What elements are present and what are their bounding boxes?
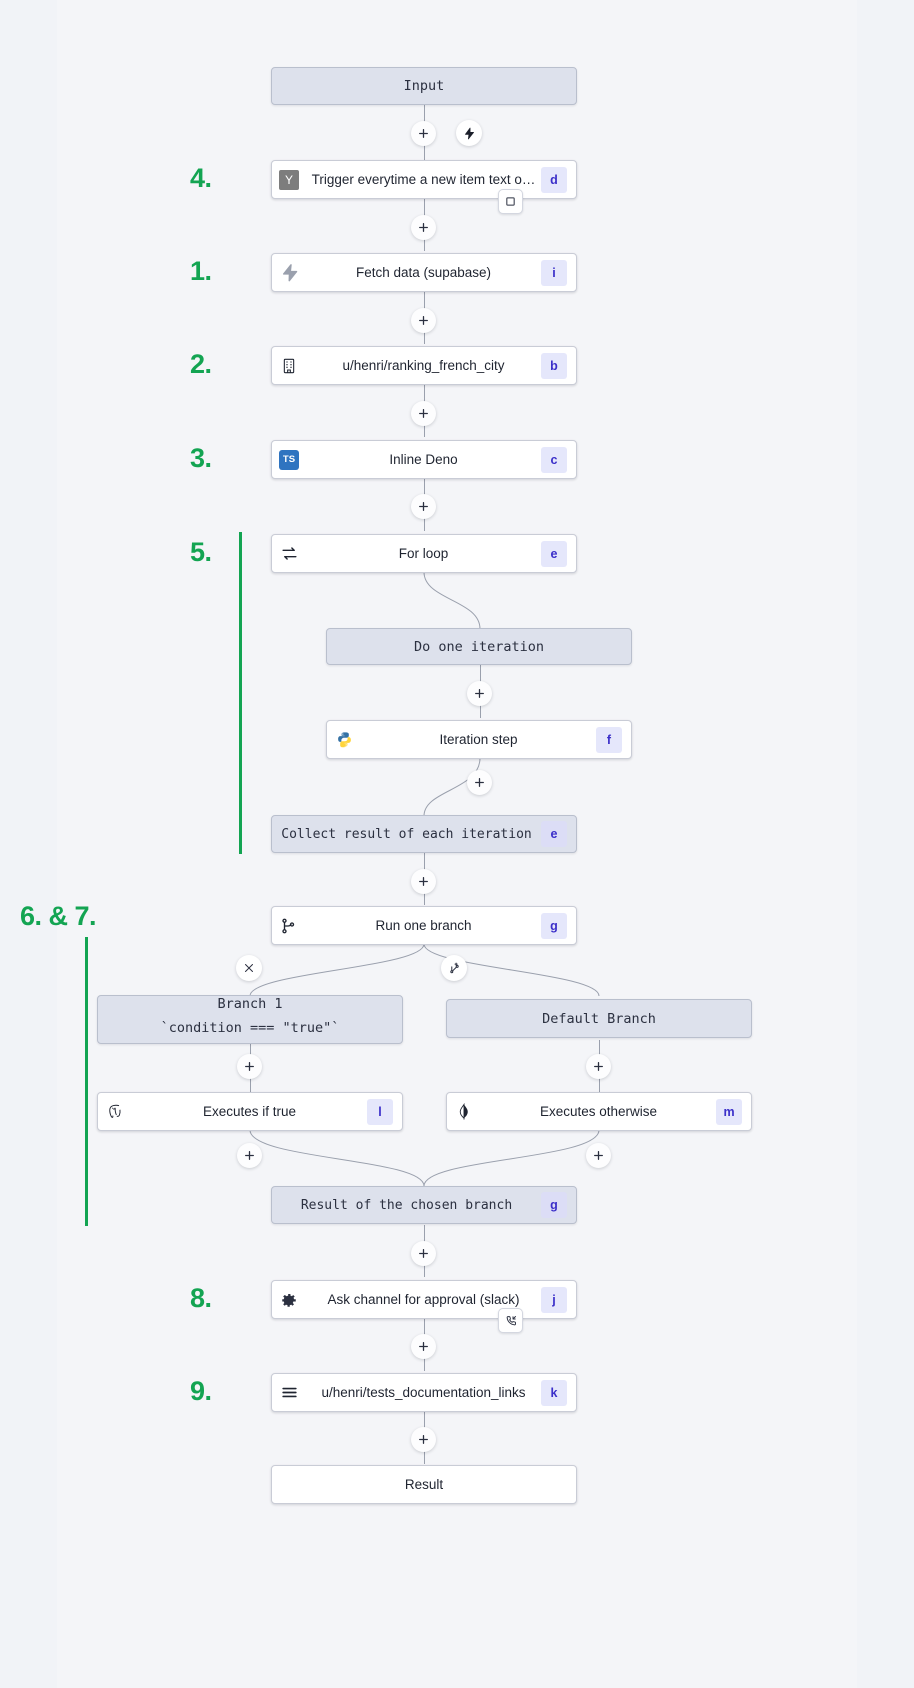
node-trigger-badge: d bbox=[541, 166, 567, 193]
node-ranking-script[interactable]: u/henri/ranking_french_city b bbox=[271, 346, 577, 385]
add-step-button-after-right[interactable] bbox=[586, 1143, 611, 1168]
node-fetch-data-label: Fetch data (supabase) bbox=[355, 265, 492, 280]
building-icon bbox=[272, 347, 306, 384]
python-icon bbox=[327, 721, 361, 758]
node-ask-channel-approval-badge: j bbox=[541, 1286, 567, 1313]
node-run-one-branch-badge: g bbox=[541, 912, 567, 939]
add-step-button-8[interactable] bbox=[411, 1334, 436, 1359]
supabase-bolt-icon bbox=[272, 254, 306, 291]
node-executes-if-true-label: Executes if true bbox=[202, 1104, 297, 1119]
add-step-button-1[interactable] bbox=[411, 121, 436, 146]
gear-icon bbox=[272, 1281, 306, 1318]
step-number-8: 8. bbox=[190, 1283, 212, 1313]
node-input[interactable]: Input bbox=[271, 67, 577, 105]
node-fetch-data[interactable]: Fetch data (supabase) i bbox=[271, 253, 577, 292]
node-default-branch-header[interactable]: Default Branch bbox=[446, 999, 752, 1038]
phone-incoming-icon[interactable] bbox=[498, 1308, 523, 1333]
branch-fork-icon bbox=[272, 907, 306, 944]
node-ask-channel-approval[interactable]: Ask channel for approval (slack) j bbox=[271, 1280, 577, 1319]
add-step-button-5[interactable] bbox=[411, 494, 436, 519]
step-number-1: 1. bbox=[190, 256, 212, 286]
branch-add-icon[interactable] bbox=[441, 955, 467, 981]
add-step-button-collect[interactable] bbox=[467, 770, 492, 795]
close-x-icon[interactable] bbox=[236, 955, 262, 981]
node-loop-header[interactable]: Do one iteration bbox=[326, 628, 632, 665]
add-step-button-7[interactable] bbox=[411, 1241, 436, 1266]
step-number-3: 3. bbox=[190, 443, 212, 473]
square-icon[interactable] bbox=[498, 189, 523, 214]
node-for-loop-badge: e bbox=[541, 540, 567, 567]
node-executes-otherwise[interactable]: Executes otherwise m bbox=[446, 1092, 752, 1131]
menu-lines-icon bbox=[272, 1374, 306, 1411]
node-result-label: Result bbox=[404, 1477, 444, 1492]
node-collect-result-badge: e bbox=[541, 821, 567, 847]
step-number-9: 9. bbox=[190, 1376, 212, 1406]
node-ranking-script-badge: b bbox=[541, 352, 567, 379]
node-loop-header-label: Do one iteration bbox=[413, 638, 545, 655]
node-collect-result-label: Collect result of each iteration bbox=[281, 826, 532, 842]
node-executes-if-true[interactable]: Executes if true l bbox=[97, 1092, 403, 1131]
add-step-button-9[interactable] bbox=[411, 1427, 436, 1452]
step-number-2: 2. bbox=[190, 349, 212, 379]
node-result-of-chosen-branch-label: Result of the chosen branch bbox=[300, 1197, 513, 1213]
node-executes-otherwise-badge: m bbox=[716, 1098, 742, 1125]
node-collect-result[interactable]: Collect result of each iteration e bbox=[271, 815, 577, 853]
loop-scope-bar bbox=[239, 532, 242, 854]
step-number-6-and-7: 6. & 7. bbox=[20, 901, 97, 931]
add-step-button-6[interactable] bbox=[411, 869, 436, 894]
node-result[interactable]: Result bbox=[271, 1465, 577, 1504]
add-step-button-4[interactable] bbox=[411, 401, 436, 426]
node-trigger-label: Trigger everytime a new item text o… bbox=[311, 172, 536, 187]
add-step-button-loop[interactable] bbox=[467, 681, 492, 706]
node-inline-deno-label: Inline Deno bbox=[389, 452, 458, 467]
node-input-label: Input bbox=[403, 78, 445, 94]
node-for-loop-label: For loop bbox=[398, 546, 449, 561]
node-inline-deno[interactable]: TS Inline Deno c bbox=[271, 440, 577, 479]
trigger-bolt-button[interactable] bbox=[456, 120, 482, 146]
node-for-loop[interactable]: For loop e bbox=[271, 534, 577, 573]
node-result-of-chosen-branch[interactable]: Result of the chosen branch g bbox=[271, 1186, 577, 1224]
step-number-5: 5. bbox=[190, 537, 212, 567]
add-step-button-branch-right[interactable] bbox=[586, 1054, 611, 1079]
node-tests-documentation-links-badge: k bbox=[541, 1379, 567, 1406]
yaml-icon: Y bbox=[272, 161, 306, 198]
node-branch-1-header[interactable]: Branch 1 `condition === "true"` bbox=[97, 995, 403, 1044]
branch-scope-bar bbox=[85, 937, 88, 1226]
node-run-one-branch[interactable]: Run one branch g bbox=[271, 906, 577, 945]
add-step-button-branch-left[interactable] bbox=[237, 1054, 262, 1079]
node-trigger[interactable]: Y Trigger everytime a new item text o… d bbox=[271, 160, 577, 199]
mongodb-icon bbox=[447, 1093, 481, 1130]
node-inline-deno-badge: c bbox=[541, 446, 567, 473]
node-run-one-branch-label: Run one branch bbox=[375, 918, 472, 933]
add-step-button-2[interactable] bbox=[411, 215, 436, 240]
node-result-of-chosen-branch-badge: g bbox=[541, 1192, 567, 1218]
add-step-button-after-left[interactable] bbox=[237, 1143, 262, 1168]
node-branch-1-condition: `condition === "true"` bbox=[160, 1019, 340, 1036]
postgres-icon bbox=[98, 1093, 132, 1130]
typescript-icon: TS bbox=[272, 441, 306, 478]
add-step-button-3[interactable] bbox=[411, 308, 436, 333]
node-ask-channel-approval-label: Ask channel for approval (slack) bbox=[327, 1292, 520, 1307]
node-iteration-step[interactable]: Iteration step f bbox=[326, 720, 632, 759]
node-tests-documentation-links-label: u/henri/tests_documentation_links bbox=[321, 1385, 526, 1400]
node-ranking-script-label: u/henri/ranking_french_city bbox=[342, 358, 505, 373]
step-number-4: 4. bbox=[190, 163, 212, 193]
node-fetch-data-badge: i bbox=[541, 259, 567, 286]
node-tests-documentation-links[interactable]: u/henri/tests_documentation_links k bbox=[271, 1373, 577, 1412]
node-iteration-step-badge: f bbox=[596, 726, 622, 753]
node-iteration-step-label: Iteration step bbox=[439, 732, 518, 747]
node-executes-if-true-badge: l bbox=[367, 1098, 393, 1125]
node-default-branch-title: Default Branch bbox=[542, 1010, 656, 1027]
node-branch-1-title: Branch 1 bbox=[217, 996, 283, 1012]
loop-arrows-icon bbox=[272, 535, 306, 572]
node-executes-otherwise-label: Executes otherwise bbox=[539, 1104, 658, 1119]
